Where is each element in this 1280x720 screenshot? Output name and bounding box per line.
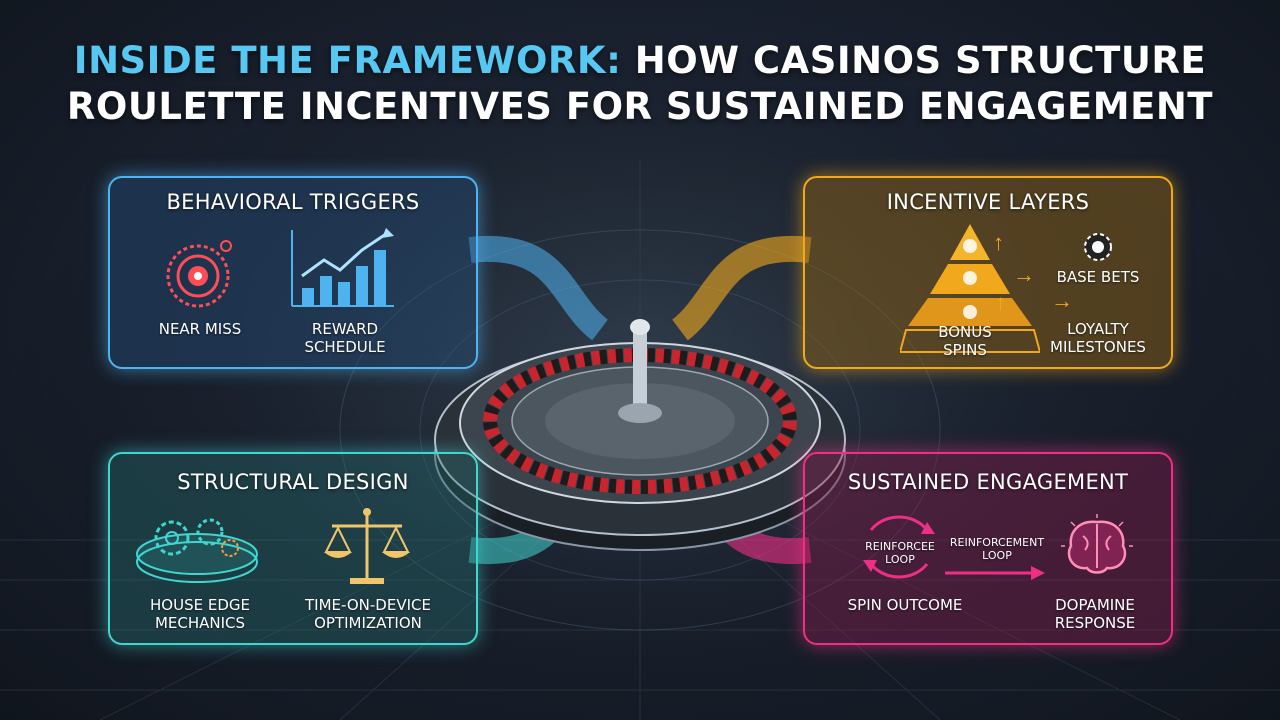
title-rest: HOW CASINOS STRUCTURE <box>621 39 1207 82</box>
base-bets-label: BASE BETS <box>1056 268 1140 286</box>
incentive-layers-title: INCENTIVE LAYERS <box>886 190 1090 214</box>
reinforcement-loop-label: REINFORCEMENT LOOP <box>949 536 1045 562</box>
behavioral-triggers-title: BEHAVIORAL TRIGGERS <box>166 190 420 214</box>
arrow-up-icon: ↑ <box>995 290 1006 315</box>
roulette-wheel <box>434 319 846 551</box>
behavioral-triggers-panel: BEHAVIORAL TRIGGERS NEAR MISS REWARD SCH… <box>108 176 478 369</box>
casino-chip-icon <box>1084 233 1112 261</box>
arrow-up-icon: ↑ <box>993 230 1004 255</box>
reward-schedule-label: REWARD SCHEDULE <box>304 320 386 356</box>
arrow-right-icon: → <box>1013 262 1035 287</box>
title-accent: INSIDE THE FRAMEWORK: <box>73 39 622 82</box>
house-edge-mechanics-label: HOUSE EDGE MECHANICS <box>150 596 250 632</box>
pyramid-icon <box>900 224 1040 353</box>
gears-icon <box>136 518 258 583</box>
scales-icon <box>324 508 410 584</box>
loyalty-milestones-label: LOYALTY MILESTONES <box>1050 320 1146 356</box>
spin-outcome-label: SPIN OUTCOME <box>847 596 963 614</box>
brain-icon <box>1061 514 1133 574</box>
dopamine-response-label: DOPAMINE RESPONSE <box>1054 596 1136 632</box>
page-title-line2: ROULETTE INCENTIVES FOR SUSTAINED ENGAGE… <box>66 85 1214 128</box>
reinforcee-loop-label: REINFORCEE LOOP <box>865 540 935 566</box>
bar-chart-icon <box>291 228 394 307</box>
sustained-engagement-panel: SUSTAINED ENGAGEMENT REINFORCEE LOOP REI… <box>803 452 1173 645</box>
structural-design-panel: STRUCTURAL DESIGN HOUSE EDGE MECHANICS T… <box>108 452 478 645</box>
arrow-right-icon: → <box>1051 288 1073 313</box>
bonus-spins-label: BONUS SPINS <box>938 323 992 359</box>
target-icon <box>166 240 232 308</box>
time-on-device-label: TIME-ON-DEVICE OPTIMIZATION <box>305 596 431 632</box>
cycle-icon <box>863 515 935 579</box>
page-title-line1: INSIDE THE FRAMEWORK: HOW CASINOS STRUCT… <box>0 38 1280 84</box>
near-miss-label: NEAR MISS <box>158 320 242 338</box>
structural-design-title: STRUCTURAL DESIGN <box>177 470 409 494</box>
arrow-right-icon <box>945 566 1045 580</box>
sustained-engagement-title: SUSTAINED ENGAGEMENT <box>847 470 1129 494</box>
incentive-layers-panel: INCENTIVE LAYERS BONUS SPINS ↑ → → ↑ BAS… <box>803 176 1173 369</box>
